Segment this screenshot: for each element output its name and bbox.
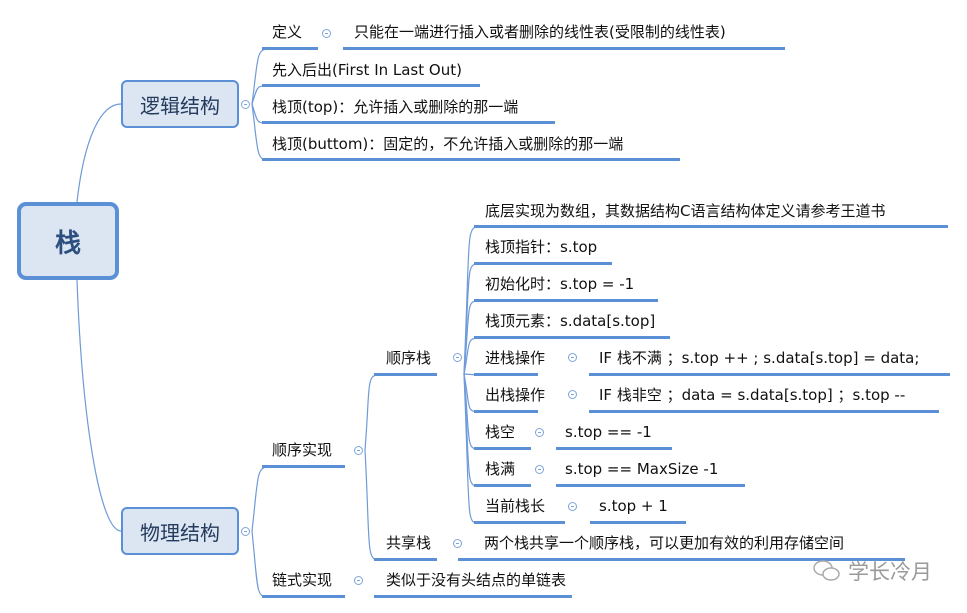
collapse-icon[interactable] [535, 465, 544, 474]
node-array-impl[interactable]: 底层实现为数组，其数据结构C语言结构体定义请参考王道书 [485, 202, 886, 220]
collapse-icon[interactable] [453, 539, 462, 548]
collapse-icon[interactable] [354, 446, 363, 455]
node-seq-stack[interactable]: 顺序栈 [386, 349, 432, 367]
collapse-icon[interactable] [241, 527, 250, 536]
collapse-icon[interactable] [568, 390, 577, 399]
node-underline [474, 373, 538, 376]
node-underline [474, 299, 658, 302]
watermark-text: 学长冷月 [848, 560, 932, 584]
node-full[interactable]: 栈满 [485, 460, 516, 478]
node-underline [474, 484, 531, 487]
node-underline [589, 410, 939, 413]
node-underline [262, 595, 345, 598]
node-lifo[interactable]: 先入后出(First In Last Out) [272, 61, 462, 79]
node-underline [374, 373, 437, 376]
collapse-icon[interactable] [535, 428, 544, 437]
node-seq-impl[interactable]: 顺序实现 [272, 441, 333, 459]
node-pop[interactable]: 出栈操作 [485, 386, 546, 404]
node-empty-content[interactable]: s.top == -1 [565, 423, 652, 441]
node-underline [474, 521, 565, 524]
node-underline [589, 373, 950, 376]
node-underline [474, 262, 612, 265]
node-length-content[interactable]: s.top + 1 [599, 497, 668, 515]
node-underline [474, 410, 538, 413]
node-underline [262, 121, 555, 124]
node-linked-impl[interactable]: 链式实现 [272, 571, 333, 589]
node-underline [343, 47, 785, 50]
node-underline [458, 558, 905, 561]
root-node[interactable]: 栈 [17, 202, 119, 280]
node-physical[interactable]: 物理结构 [121, 507, 239, 555]
node-push[interactable]: 进栈操作 [485, 349, 546, 367]
collapse-icon[interactable] [322, 29, 331, 38]
node-push-content[interactable]: IF 栈不满 ；s.top ++ ; s.data[s.top] = data; [599, 349, 920, 367]
node-underline [262, 465, 345, 468]
node-top[interactable]: 栈顶(top)：允许插入或删除的那一端 [272, 98, 519, 116]
node-underline [374, 558, 437, 561]
collapse-icon[interactable] [453, 353, 462, 362]
node-shared-content[interactable]: 两个栈共享一个顺序栈，可以更加有效的利用存储空间 [484, 534, 845, 552]
node-bottom[interactable]: 栈顶(buttom)：固定的，不允许插入或删除的那一端 [272, 135, 624, 153]
node-pop-content[interactable]: IF 栈非空 ；data = s.data[s.top] ；s.top -- [599, 386, 906, 404]
node-top-element[interactable]: 栈顶元素：s.data[s.top] [485, 312, 656, 330]
watermark: 学长冷月 [812, 556, 932, 586]
node-underline [262, 84, 480, 87]
node-top-pointer[interactable]: 栈顶指针：s.top [485, 238, 598, 256]
node-linked-content[interactable]: 类似于没有头结点的单链表 [386, 571, 567, 589]
node-logic[interactable]: 逻辑结构 [121, 80, 239, 128]
node-shared-stack[interactable]: 共享栈 [386, 534, 432, 552]
node-underline [474, 447, 531, 450]
node-underline [590, 521, 686, 524]
collapse-icon[interactable] [568, 502, 577, 511]
node-underline [474, 225, 948, 228]
collapse-icon[interactable] [568, 353, 577, 362]
node-underline [556, 484, 745, 487]
node-length[interactable]: 当前栈长 [485, 497, 546, 515]
node-init[interactable]: 初始化时：s.top = -1 [485, 275, 635, 293]
wechat-icon [813, 560, 840, 581]
node-underline [374, 595, 572, 598]
node-definition-content[interactable]: 只能在一端进行插入或者删除的线性表(受限制的线性表) [354, 23, 726, 41]
node-empty[interactable]: 栈空 [485, 423, 516, 441]
node-underline [262, 158, 680, 161]
node-underline [474, 336, 670, 339]
collapse-icon[interactable] [354, 576, 363, 585]
collapse-icon[interactable] [241, 100, 250, 109]
node-underline [556, 447, 672, 450]
node-full-content[interactable]: s.top == MaxSize -1 [565, 460, 719, 478]
node-underline [262, 47, 318, 50]
node-definition[interactable]: 定义 [272, 23, 303, 41]
